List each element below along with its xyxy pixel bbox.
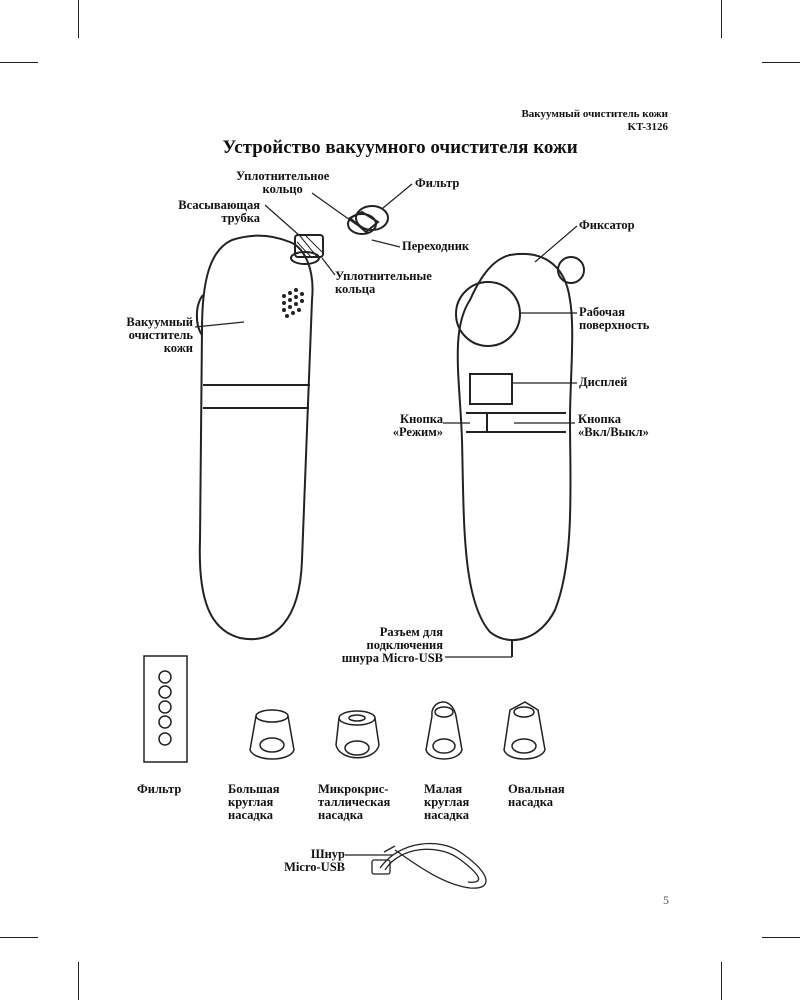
crop-mark [0,62,38,63]
latch-knob [557,256,585,284]
filter-box [143,655,188,763]
crop-mark [78,0,79,38]
vent-holes [282,288,304,318]
crop-mark [78,962,79,1000]
label-sealing-rings: Уплотнительные кольца [335,269,432,296]
adapter-collar [348,210,380,234]
label-sealing-ring: Уплотнительное кольцо [236,169,330,196]
usb-cord [371,842,487,889]
label-adapter: Переходник [402,239,470,253]
label-filter-top: Фильтр [415,176,460,190]
device-band-left [203,384,310,409]
suction-tube [294,234,324,258]
label-small-round-nozzle: Малая круглая насадка [424,782,470,822]
label-usb-cord: Шнур Micro-USB [284,847,345,874]
label-filter-bottom: Фильтр [137,782,182,796]
label-work-surface: Рабочая поверхность [579,305,650,332]
label-mode-button: Кнопка «Режим» [392,412,443,439]
device-body-right [456,253,574,641]
crop-mark [762,937,800,938]
work-surface [455,281,521,347]
oval-nozzle [503,701,546,760]
label-microcrystal-nozzle: Микрокрис- таллическая насадка [318,782,391,822]
label-latch: Фиксатор [579,218,635,232]
page-title: Устройство вакуумного очистителя кожи [222,137,578,158]
label-suction-tube: Всасывающая трубка [178,198,260,225]
display-screen [469,373,513,405]
side-bump [195,294,204,336]
label-large-round-nozzle: Большая круглая насадка [228,782,280,822]
crop-mark [0,937,38,938]
large-round-nozzle [249,709,295,760]
small-round-nozzle [425,701,463,760]
crop-mark [762,62,800,63]
crop-mark [721,0,722,38]
label-oval-nozzle: Овальная насадка [508,782,565,809]
crop-mark [721,962,722,1000]
filter-circles [158,670,172,746]
label-device: Вакуумный очиститель кожи [126,315,193,355]
label-usb-port: Разъем для подключения шнура Micro-USB [341,625,443,665]
header-model: KT-3126 [627,121,668,133]
page-number: 5 [663,893,669,907]
running-header: Вакуумный очиститель кожи KT-3126 [521,108,668,134]
sealing-ring-bottom [290,251,320,265]
label-display: Дисплей [579,375,628,389]
leader-lines [194,183,578,856]
header-product-name: Вакуумный очиститель кожи [521,108,668,120]
microcrystal-nozzle [335,710,380,759]
label-power-button: Кнопка «Вкл/Выкл» [578,412,649,439]
device-body-left [198,234,314,641]
device-band-right [466,412,566,433]
